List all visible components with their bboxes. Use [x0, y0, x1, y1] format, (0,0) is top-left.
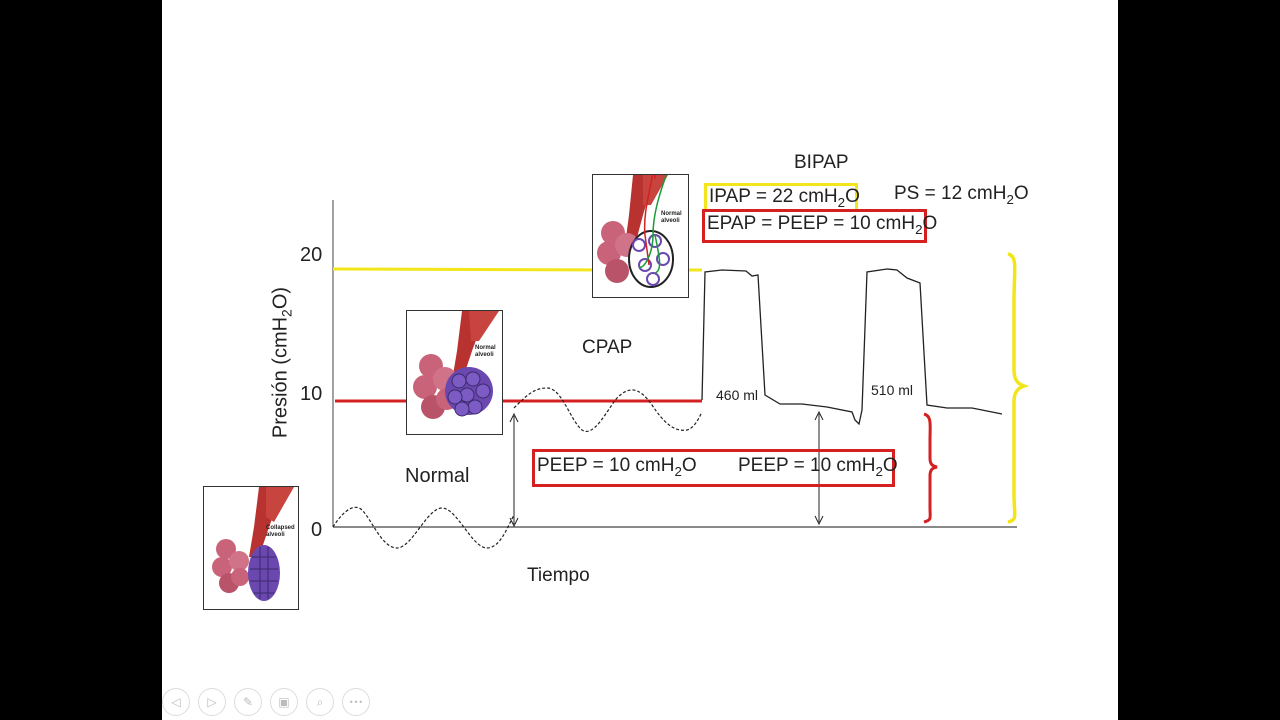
normal-waveform	[332, 506, 515, 549]
bipap-waveform	[701, 268, 1003, 426]
collapsed-alveoli-image: Collapsed alveoli	[203, 486, 299, 610]
slide: 20 10 0 Presión (cmH2O) Tiempo Normal CP…	[162, 0, 1118, 720]
peep-red-brace	[923, 412, 938, 524]
normal-alveoli-illustration-mid	[413, 311, 499, 419]
normal-alveoli-illustration-top	[597, 175, 674, 288]
y-axis-label: Presión (cmH2O)	[269, 286, 295, 439]
cpap-waveform	[513, 387, 703, 432]
x-axis-label: Tiempo	[527, 565, 590, 586]
airflow-in-arrow	[643, 175, 654, 266]
y-tick-0: 0	[311, 519, 323, 541]
pressure-diagram	[332, 200, 1030, 549]
volume-label-2: 510 ml	[871, 382, 914, 398]
forward-icon[interactable]: ▷	[198, 688, 226, 716]
cpap-label: CPAP	[582, 337, 633, 358]
peep-text-left: PEEP = 10 cmH2O	[537, 455, 697, 479]
normal-alveoli-caption-top: Normal alveoli	[661, 211, 682, 224]
slide-toolbar: ◁ ▷ ✎ ▣ ⌕ •••	[162, 688, 370, 716]
ipap-text: IPAP = 22 cmH2O	[709, 186, 860, 210]
peep-text-right: PEEP = 10 cmH2O	[738, 455, 898, 479]
slides-icon[interactable]: ▣	[270, 688, 298, 716]
y-tick-20: 20	[300, 244, 323, 266]
normal-alveoli-caption-mid: Normal alveoli	[475, 345, 496, 358]
bipap-label: BIPAP	[794, 152, 849, 173]
peep-box	[532, 449, 895, 487]
collapsed-alveoli-illustration	[212, 487, 294, 601]
ps-text: PS = 12 cmH2O	[894, 183, 1029, 207]
collapsed-alveoli-caption: Collapsed alveoli	[266, 525, 295, 538]
zoom-icon[interactable]: ⌕	[306, 688, 334, 716]
normal-alveoli-image-mid: Normal alveoli	[406, 310, 503, 435]
epap-text: EPAP = PEEP = 10 cmH2O	[707, 213, 938, 237]
more-icon[interactable]: •••	[342, 688, 370, 716]
ipap-yellow-line	[332, 267, 617, 272]
volume-label-1: 460 ml	[716, 387, 759, 403]
ipap-yellow-brace	[1007, 252, 1030, 524]
back-icon[interactable]: ◁	[162, 688, 190, 716]
epap-box	[702, 209, 927, 243]
airflow-green-arrow	[638, 175, 668, 274]
pen-icon[interactable]: ✎	[234, 688, 262, 716]
normal-label: Normal	[405, 465, 470, 487]
y-tick-10: 10	[300, 383, 323, 405]
normal-alveoli-image-top: Normal alveoli	[592, 174, 689, 298]
